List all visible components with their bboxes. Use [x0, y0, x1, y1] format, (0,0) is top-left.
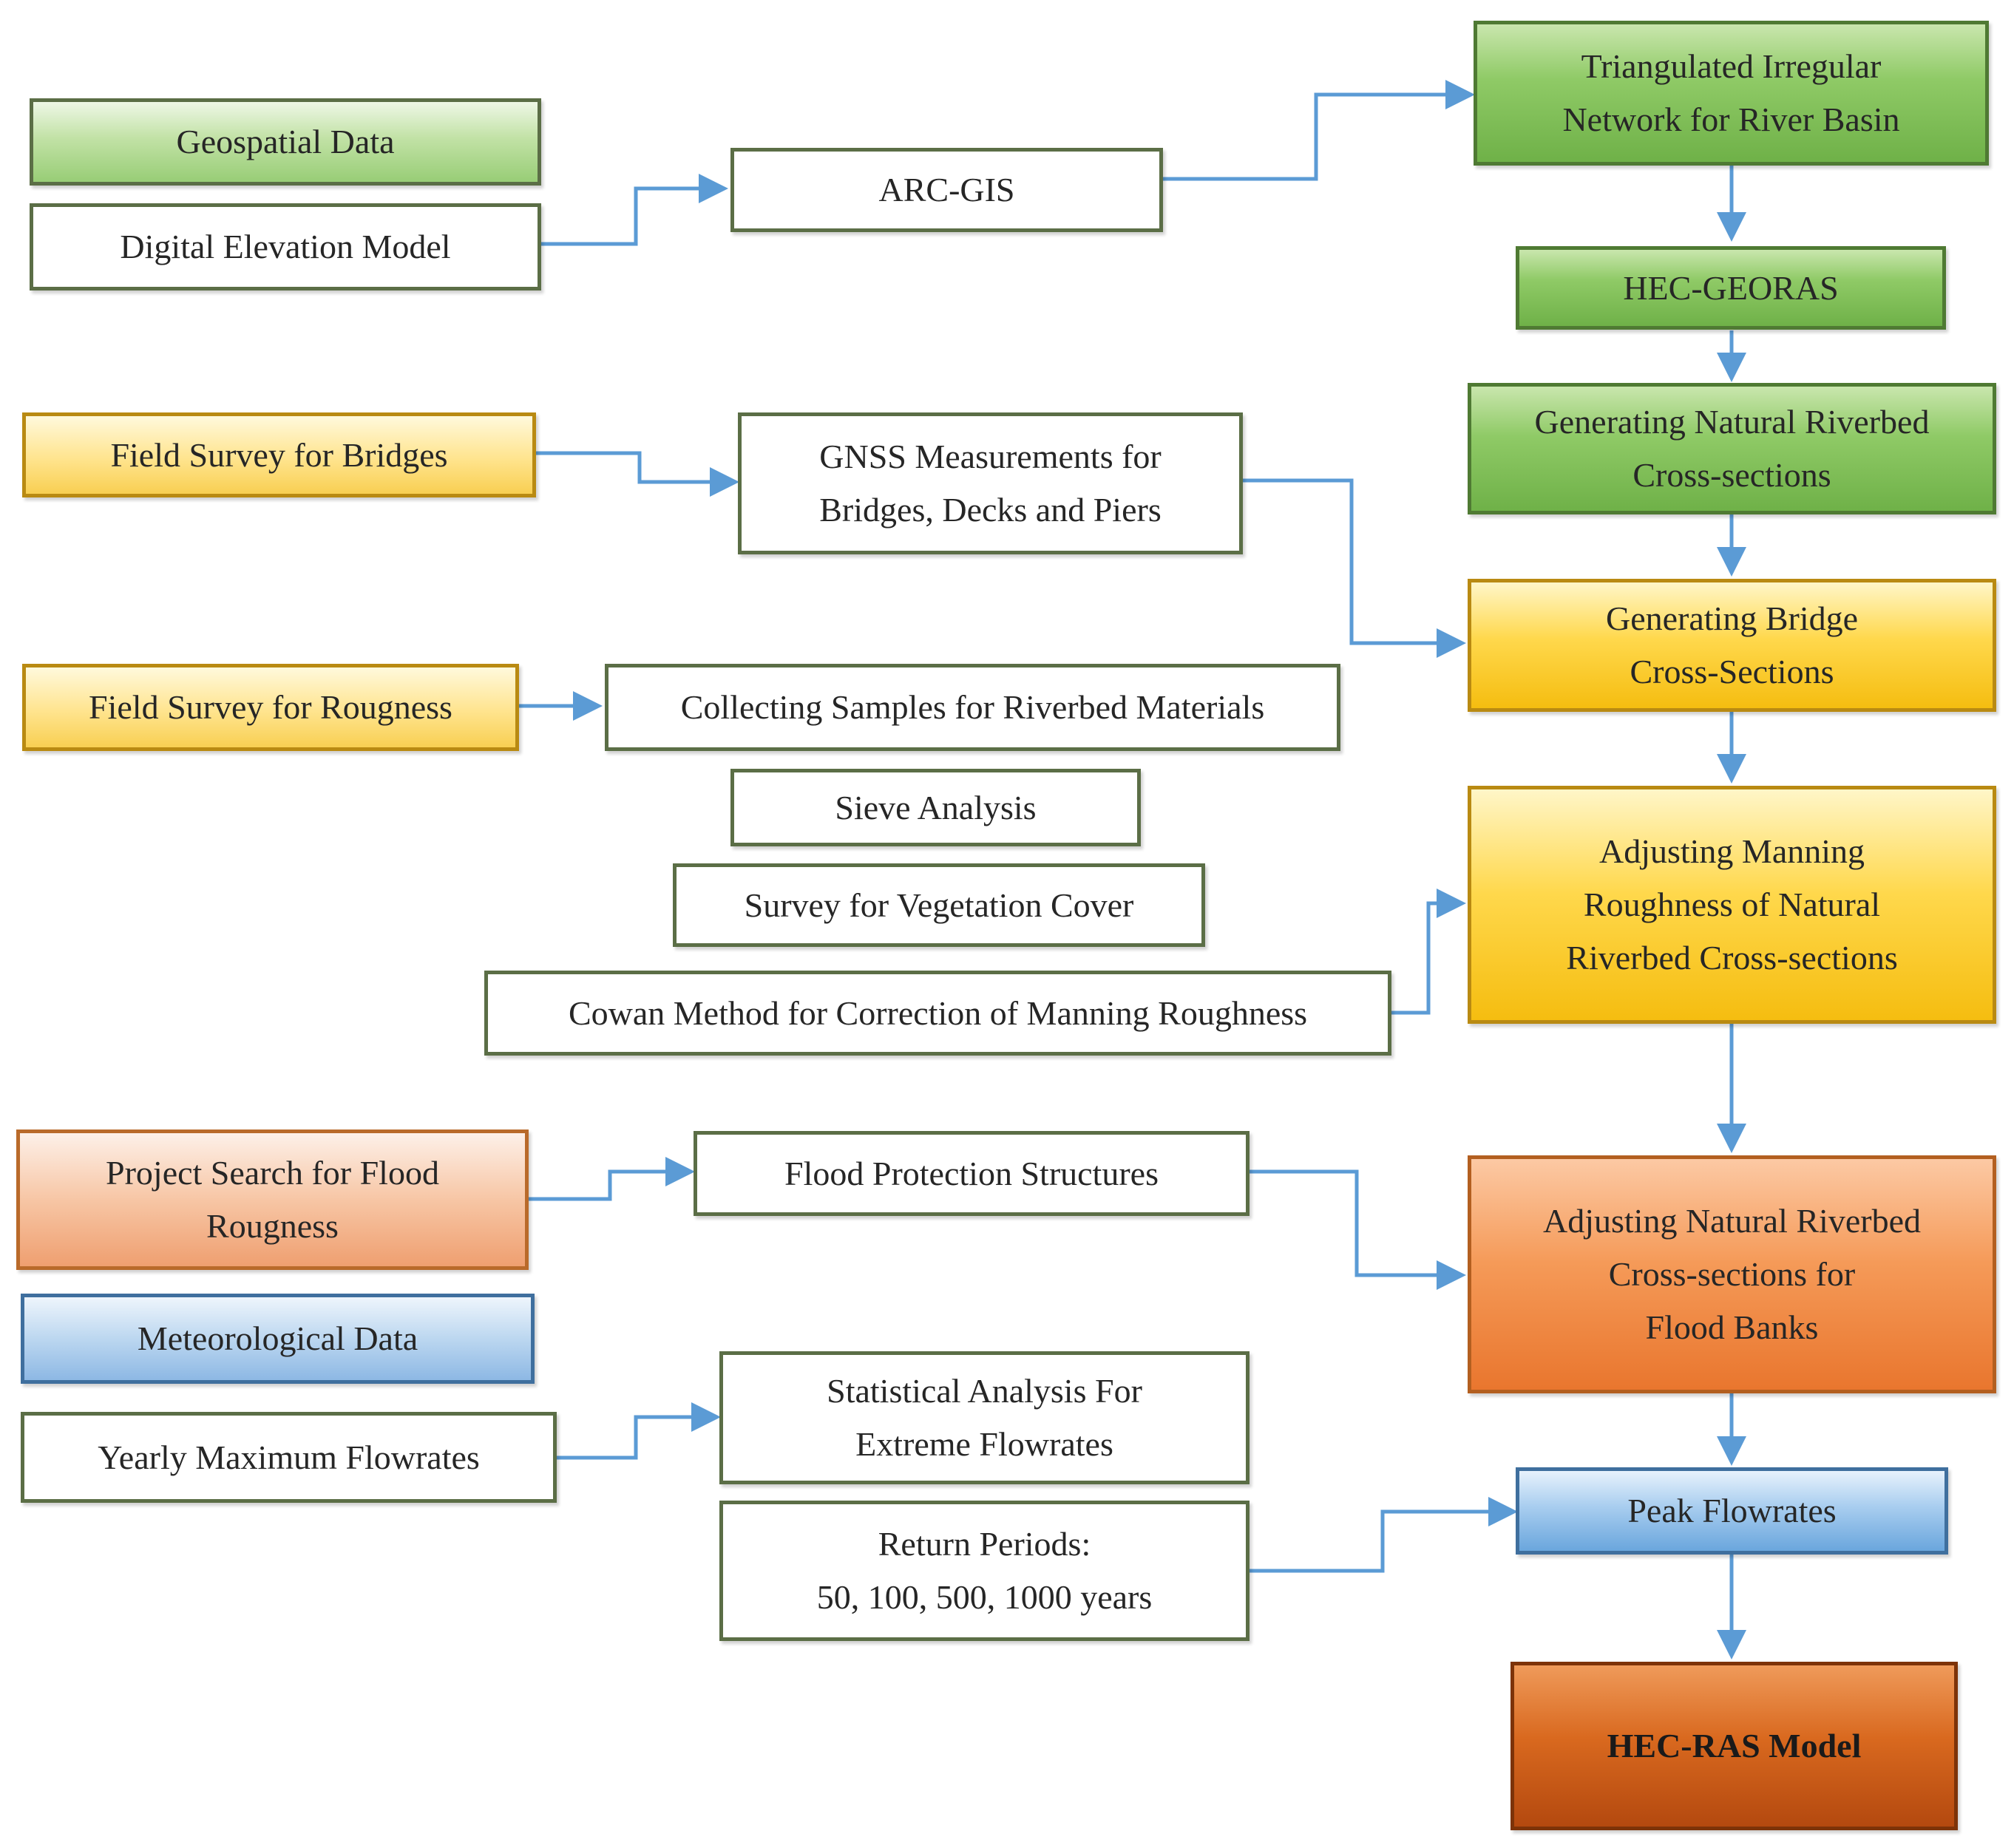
- arrow-cowan-to-manning: [1391, 889, 1466, 1015]
- arrow-floodstruct-to-floodbanks: [1250, 1169, 1466, 1290]
- adj-manning-line-3: Riverbed Cross-sections: [1566, 939, 1898, 976]
- adj-manning-line-1: Adjusting Manning: [1598, 832, 1865, 870]
- cowan-method-box: Cowan Method for Correction of Manning R…: [484, 971, 1391, 1056]
- collecting-samples-box: Collecting Samples for Riverbed Material…: [605, 664, 1340, 751]
- vegetation-cover-box: Survey for Vegetation Cover: [673, 863, 1205, 947]
- hec-georas-box: HEC-GEORAS: [1516, 246, 1946, 330]
- return-line-1: Return Periods:: [878, 1525, 1091, 1563]
- gen-bridge-line-2: Cross-Sections: [1630, 653, 1834, 690]
- arrow-gnss-to-bridge: [1241, 478, 1466, 658]
- arrow-project-to-floodstruct: [529, 1157, 695, 1201]
- gen-natural-line-2: Cross-sections: [1632, 456, 1831, 494]
- adj-manning-line-2: Roughness of Natural: [1583, 886, 1881, 923]
- arrow-yearly-to-stat: [555, 1402, 721, 1460]
- stat-line-2: Extreme Flowrates: [855, 1425, 1113, 1463]
- field-survey-bridges-box: Field Survey for Bridges: [22, 412, 536, 497]
- gnss-line-1: GNSS Measurements for: [819, 438, 1162, 475]
- gnss-line-2: Bridges, Decks and Piers: [819, 491, 1162, 529]
- field-survey-roughness-box: Field Survey for Rougness: [22, 664, 519, 751]
- arrow-arcgis-to-tin: [1161, 80, 1475, 181]
- peak-flowrates-box: Peak Flowrates: [1516, 1467, 1948, 1555]
- yearly-maximum-flowrates-box: Yearly Maximum Flowrates: [21, 1412, 557, 1503]
- geospatial-data-box: Geospatial Data: [30, 98, 541, 186]
- adj-flood-line-1: Adjusting Natural Riverbed: [1542, 1202, 1921, 1240]
- return-periods-box: Return Periods: 50, 100, 500, 1000 years: [719, 1501, 1250, 1641]
- arrow-fieldbridges-to-gnss: [536, 451, 739, 497]
- arrow-dem-to-arcgis: [540, 174, 728, 246]
- stat-line-1: Statistical Analysis For: [827, 1372, 1142, 1410]
- arrow-return-to-peak: [1250, 1497, 1518, 1573]
- meteorological-data-box: Meteorological Data: [21, 1294, 535, 1384]
- gen-natural-line-1: Generating Natural Riverbed: [1534, 403, 1930, 441]
- flood-protection-structures-box: Flood Protection Structures: [694, 1131, 1250, 1216]
- project-search-line-2: Rougness: [206, 1207, 339, 1245]
- tin-line-2: Network for River Basin: [1562, 101, 1900, 138]
- gen-bridge-line-1: Generating Bridge: [1605, 599, 1859, 637]
- return-line-2: 50, 100, 500, 1000 years: [816, 1578, 1153, 1616]
- arc-gis-box: ARC-GIS: [730, 148, 1163, 232]
- adj-flood-line-2: Cross-sections for: [1608, 1255, 1856, 1293]
- project-search-line-1: Project Search for Flood: [106, 1154, 439, 1192]
- sieve-analysis-box: Sieve Analysis: [730, 769, 1141, 846]
- adj-flood-line-3: Flood Banks: [1645, 1308, 1819, 1346]
- digital-elevation-model-box: Digital Elevation Model: [30, 203, 541, 291]
- hec-ras-model-box: HEC-RAS Model: [1510, 1662, 1958, 1830]
- tin-line-1: Triangulated Irregular: [1581, 47, 1882, 85]
